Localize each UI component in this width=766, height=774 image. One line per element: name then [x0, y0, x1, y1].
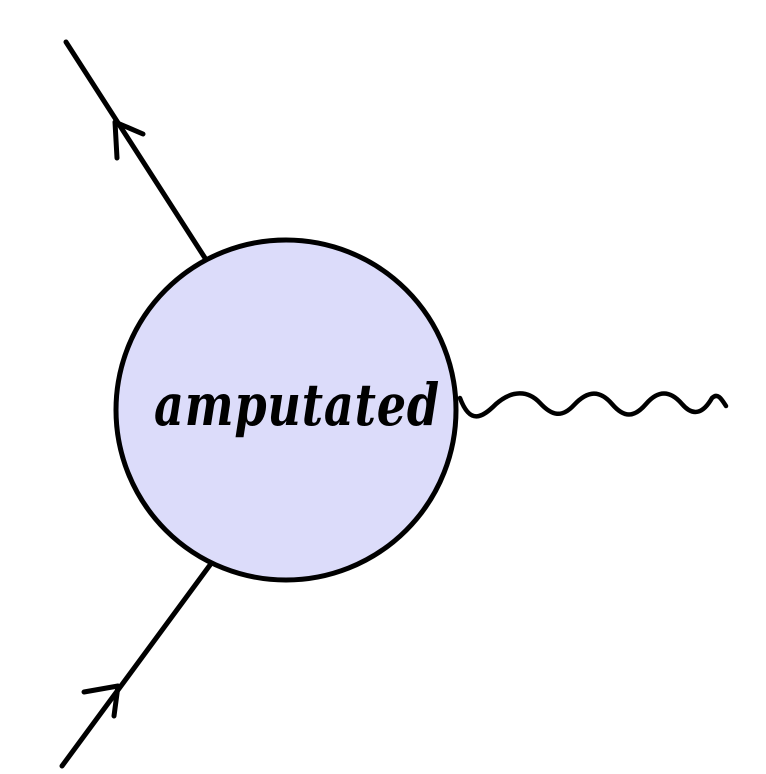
outgoing-arrow-icon [112, 119, 146, 161]
incoming-arrow-icon [81, 683, 121, 719]
photon-wavy-line [457, 391, 729, 419]
incoming-fermion-line [59, 562, 213, 769]
outgoing-fermion-line [63, 39, 208, 261]
amputated-vertex-circle [113, 237, 459, 583]
vertex-label: amputated [154, 371, 440, 439]
